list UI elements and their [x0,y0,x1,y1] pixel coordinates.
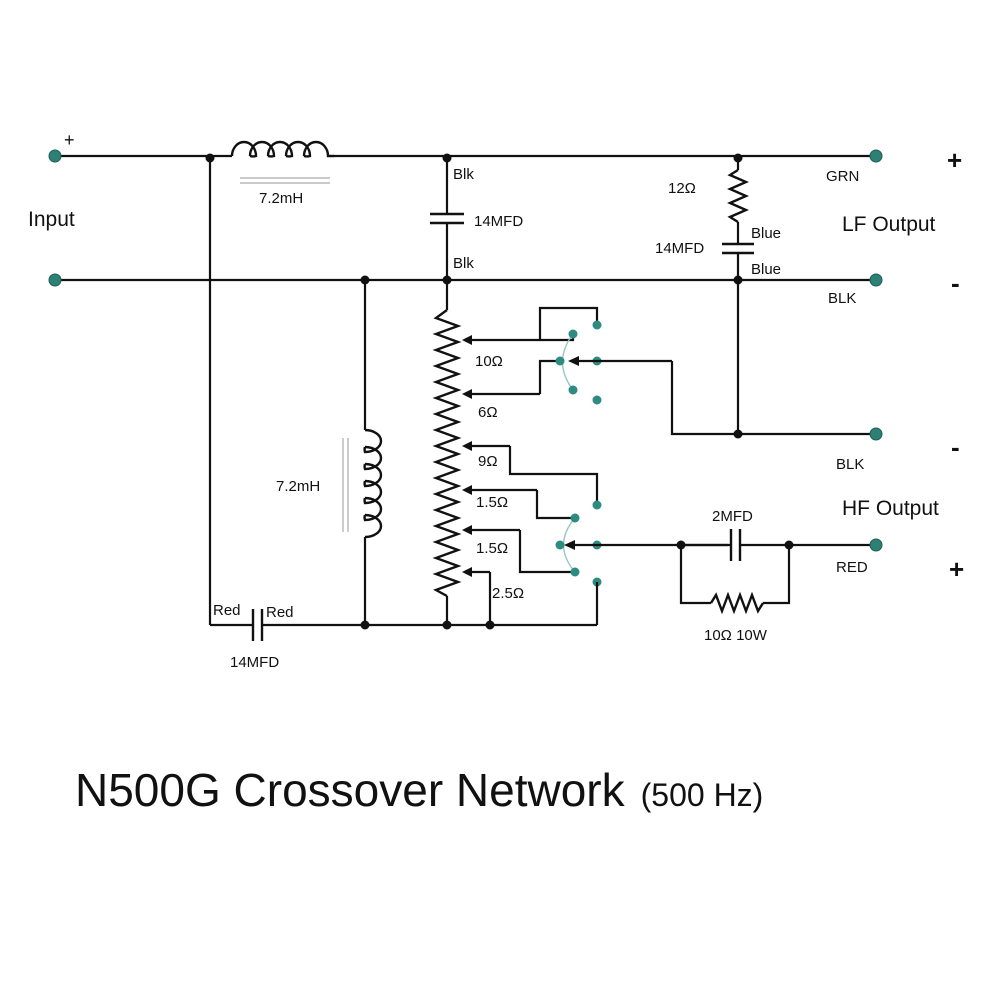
input-plus-terminal[interactable] [48,149,62,163]
series-inductor-label: 7.2mH [259,190,303,207]
junction-node [676,540,686,550]
series-capacitor [430,156,464,280]
junction-node [360,275,370,285]
shunt-inductor-label: 7.2mH [276,478,320,495]
lf-minus-sign: - [951,268,960,298]
hf-output-label: HF Output [842,497,939,520]
lf-zobel-network [722,156,754,434]
hf-plus-sign: + [949,554,964,584]
junction-node [205,153,215,163]
hf-minus-sign: - [951,432,960,462]
tap-label-1-5a: 1.5Ω [476,494,508,511]
series-cap-top-label: Blk [453,166,474,183]
series-cap-value-label: 14MFD [474,213,523,230]
shunt-cap-value-label: 14MFD [230,654,279,671]
hf-resistor-label: 10Ω 10W [704,627,768,644]
junction-node [733,429,743,439]
lf-tap-switch[interactable] [538,306,876,436]
lf-cap-bottom-label: Blue [751,261,781,278]
hf-cap-label: 2MFD [712,508,753,525]
junction-node [733,153,743,163]
junction-node [784,540,794,550]
hf-blk-wire-label: BLK [836,456,864,473]
hf-plus-terminal[interactable] [869,538,883,552]
tap-label-2-5: 2.5Ω [492,585,524,602]
shunt-cap-right-label: Red [266,604,294,621]
grn-wire-label: GRN [826,168,859,185]
junction-node [442,153,452,163]
lf-cap-top-label: Blue [751,225,781,242]
shunt-capacitor [251,609,264,641]
tap-label-6: 6Ω [478,404,498,421]
title-main: N500G Crossover Network [75,764,626,816]
diagram-title: N500G Crossover Network (500 Hz) [75,764,763,816]
shunt-cap-left-label: Red [213,602,241,619]
tap-label-9: 9Ω [478,453,498,470]
shunt-inductor [342,280,383,625]
series-cap-bottom-label: Blk [453,255,474,272]
tap-label-10: 10Ω [475,353,503,370]
tap-label-1-5b: 1.5Ω [476,540,508,557]
junction-node [442,620,452,630]
junction-node [733,275,743,285]
title-sub: (500 Hz) [641,777,764,813]
hf-minus-terminal[interactable] [869,427,883,441]
input-label: Input [28,208,75,231]
lf-minus-terminal[interactable] [869,273,883,287]
junction-node [485,620,495,630]
hf-tap-switch[interactable] [488,446,728,625]
junction-node [360,620,370,630]
red-wire-label: RED [836,559,868,576]
series-inductor [230,140,334,184]
lf-output-label: LF Output [842,213,936,236]
tapped-resistor [432,280,462,625]
tap-arrows [462,335,540,577]
lf-resistor-label: 12Ω [668,180,696,197]
input-plus-label: + [64,130,75,150]
input-minus-terminal[interactable] [48,273,62,287]
lf-plus-sign: + [947,145,962,175]
lf-cap-value-label: 14MFD [655,240,704,257]
lf-blk-wire-label: BLK [828,290,856,307]
hf-series-network [679,529,876,615]
lf-plus-terminal[interactable] [869,149,883,163]
